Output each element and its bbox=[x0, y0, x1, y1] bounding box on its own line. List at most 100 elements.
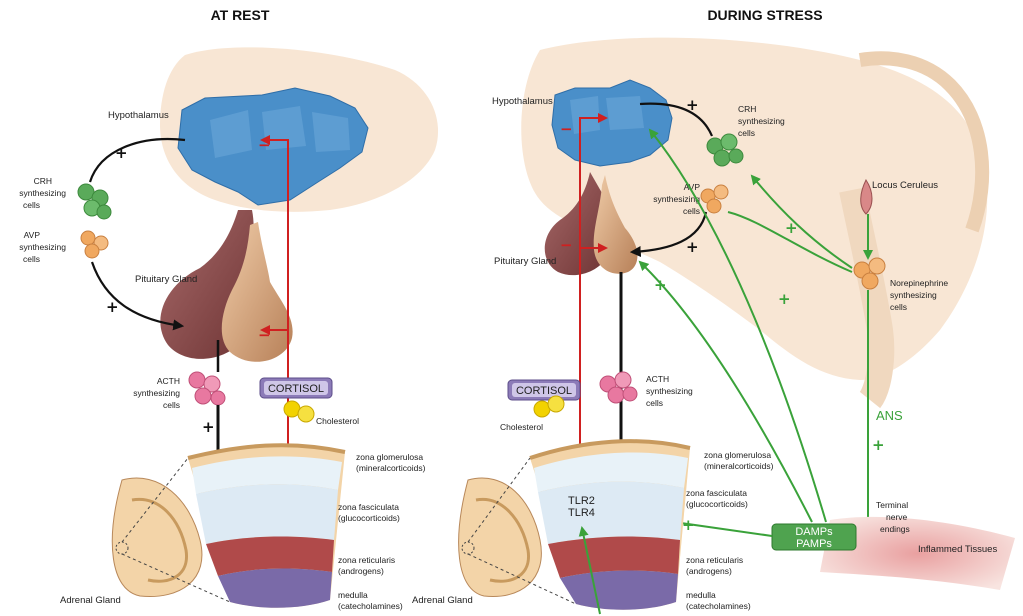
acth-cells bbox=[188, 371, 226, 406]
pituitary-posterior bbox=[221, 222, 293, 362]
label-zg-2-stress: (mineralcorticoids) bbox=[704, 461, 774, 471]
pituitary-anterior-stress bbox=[544, 172, 609, 276]
ne-to-avp-line bbox=[727, 211, 853, 273]
ne-to-crh-arrow bbox=[750, 174, 853, 269]
sign-minus-hyp-stress: − bbox=[560, 120, 573, 138]
label-ne-2: synthesizing bbox=[890, 290, 937, 300]
title-during-stress: DURING STRESS bbox=[707, 7, 822, 23]
label-adrenal-rest: Adrenal Gland bbox=[60, 595, 121, 606]
sign-plus-damps-hyp: + bbox=[778, 290, 791, 308]
avp-to-pituitary-arrow-stress bbox=[629, 211, 708, 258]
label-terminal-2: nerve bbox=[886, 512, 908, 522]
label-tlr2: TLR2 bbox=[568, 495, 595, 507]
label-terminal-1: Terminal bbox=[876, 500, 908, 510]
label-zg-2-rest: (mineralcorticoids) bbox=[356, 463, 426, 473]
label-med-2-stress: (catecholamines) bbox=[686, 601, 751, 611]
label-locus: Locus Ceruleus bbox=[872, 180, 938, 191]
label-tlr4: TLR4 bbox=[568, 507, 595, 519]
damps-to-pituitary-arrow bbox=[638, 260, 813, 523]
crh-cells-stress bbox=[706, 133, 744, 167]
label-cholesterol-stress: Cholesterol bbox=[500, 422, 543, 432]
label-zf-1-stress: zona fasciculata bbox=[686, 488, 747, 498]
label-zr-1-rest: zona reticularis bbox=[338, 555, 395, 565]
label-med-1-stress: medulla bbox=[686, 590, 716, 600]
label-zf-2-rest: (glucocorticoids) bbox=[338, 513, 400, 523]
label-avp-2: synthesizing bbox=[19, 242, 66, 252]
sign-plus-avp: + bbox=[106, 298, 119, 316]
label-pituitary: Pituitary Gland bbox=[135, 274, 197, 285]
bottom-to-tlr-arrow bbox=[578, 526, 601, 615]
inflamed-tissue bbox=[820, 516, 1015, 590]
cortisol-label-stress: CORTISOL bbox=[516, 385, 572, 397]
sign-plus-crh: + bbox=[115, 144, 128, 162]
cortisol-label: CORTISOL bbox=[268, 383, 324, 395]
label-acth-2: synthesizing bbox=[133, 388, 180, 398]
sign-plus-ans: + bbox=[872, 436, 885, 454]
adrenal-gland-stress bbox=[458, 477, 542, 597]
label-hypothalamus-stress: Hypothalamus bbox=[492, 96, 553, 107]
norepinephrine-cells bbox=[853, 257, 886, 290]
spinal-cord bbox=[839, 187, 895, 409]
label-damps: DAMPs bbox=[795, 526, 833, 538]
label-zf-1-rest: zona fasciculata bbox=[338, 502, 399, 512]
label-pamps: PAMPs bbox=[796, 538, 832, 550]
label-zg-1-stress: zona glomerulosa bbox=[704, 450, 771, 460]
locus-ceruleus-shape bbox=[860, 179, 873, 215]
sign-minus-hypothalamus: − bbox=[258, 136, 271, 154]
label-crh-1-stress: CRH bbox=[738, 104, 756, 114]
label-acth-1: ACTH bbox=[157, 376, 180, 386]
label-hypothalamus: Hypothalamus bbox=[108, 110, 169, 121]
damps-pamps-box bbox=[771, 523, 857, 551]
adrenal-gland-rest bbox=[111, 477, 203, 597]
avp-to-pituitary-arrow bbox=[90, 261, 185, 331]
avp-cells bbox=[80, 230, 109, 259]
label-cholesterol: Cholesterol bbox=[316, 416, 359, 426]
panel-during-stress: Hypothalamus Pituitary Gland CRH synthes… bbox=[412, 37, 1015, 615]
sign-plus-ne-crh: + bbox=[785, 219, 798, 237]
label-zr-2-stress: (androgens) bbox=[686, 566, 732, 576]
label-avp-3-stress: cells bbox=[683, 206, 700, 216]
label-acth-3: cells bbox=[163, 400, 180, 410]
sign-plus-damps-tlr: + bbox=[682, 516, 695, 534]
sign-plus-crh-stress: + bbox=[686, 96, 699, 114]
label-zg-1-rest: zona glomerulosa bbox=[356, 452, 423, 462]
crh-to-hypothalamus-arrow bbox=[88, 138, 186, 183]
label-inflamed: Inflammed Tissues bbox=[918, 544, 997, 555]
crh-to-hypothalamus-arrow-stress bbox=[639, 102, 714, 137]
label-crh-3: cells bbox=[23, 200, 40, 210]
sign-minus-pituitary: − bbox=[258, 326, 271, 344]
label-acth-2-stress: synthesizing bbox=[646, 386, 693, 396]
damps-to-hypothalamus-arrow bbox=[648, 128, 827, 523]
label-acth-1-stress: ACTH bbox=[646, 374, 669, 384]
label-ans: ANS bbox=[876, 408, 903, 423]
label-avp-2-stress: synthesizing bbox=[653, 194, 700, 204]
crh-cells bbox=[77, 183, 112, 220]
label-avp-1: AVP bbox=[24, 230, 41, 240]
label-ne-1: Norepinephrine bbox=[890, 278, 948, 288]
label-terminal-3: endings bbox=[880, 524, 910, 534]
label-acth-3-stress: cells bbox=[646, 398, 663, 408]
adrenal-section-stress bbox=[529, 439, 691, 610]
label-crh-2-stress: synthesizing bbox=[738, 116, 785, 126]
label-crh-2: synthesizing bbox=[19, 188, 66, 198]
acth-cells-stress bbox=[599, 371, 638, 404]
label-crh-1: CRH bbox=[34, 176, 52, 186]
label-crh-3-stress: cells bbox=[738, 128, 755, 138]
panel-at-rest: Hypothalamus Pituitary Gland CRH synthes… bbox=[19, 47, 439, 611]
title-at-rest: AT REST bbox=[211, 7, 270, 23]
adrenal-section-rest bbox=[187, 443, 346, 608]
label-med-1-rest: medulla bbox=[338, 590, 368, 600]
label-adrenal-stress: Adrenal Gland bbox=[412, 595, 473, 606]
sign-plus-acth: + bbox=[202, 418, 215, 436]
label-zr-1-stress: zona reticularis bbox=[686, 555, 743, 565]
sign-plus-avp-stress: + bbox=[686, 238, 699, 256]
label-pituitary-stress: Pituitary Gland bbox=[494, 256, 556, 267]
hypothalamus-highlights bbox=[210, 106, 350, 158]
label-avp-1-stress: AVP bbox=[684, 182, 701, 192]
label-avp-3: cells bbox=[23, 254, 40, 264]
cholesterol-molecules-stress bbox=[533, 395, 565, 418]
label-zf-2-stress: (glucocorticoids) bbox=[686, 499, 748, 509]
label-med-2-rest: (catecholamines) bbox=[338, 601, 403, 611]
avp-cells-stress bbox=[700, 184, 729, 214]
